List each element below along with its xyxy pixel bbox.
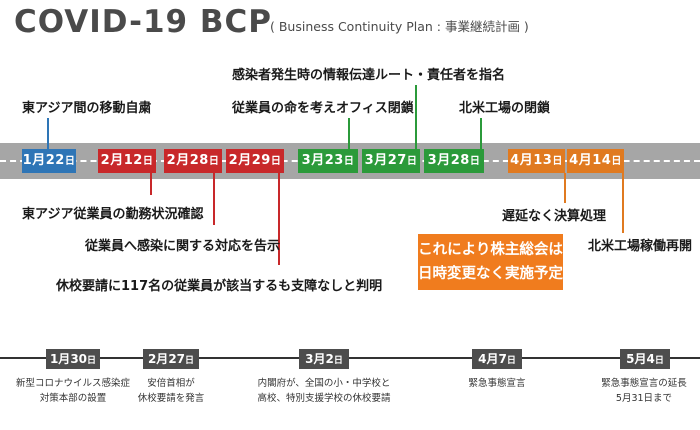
- date-badge-feb29: 2月29日: [226, 149, 284, 173]
- bottom-note-apr7: 緊急事態宣言: [468, 378, 526, 389]
- page-title: COVID-19 BCP: [14, 4, 273, 40]
- bottom-note-feb27: 安倍首相が 休校要請を発言: [137, 378, 205, 404]
- connector-mar23: [348, 118, 350, 149]
- bottom-note-mar2: 内閣府が、全国の小・中学校と 高校、特別支援学校の休校要請: [257, 378, 391, 404]
- connector-mar27: [415, 85, 417, 149]
- event-label-feb12: 東アジア従業員の勤務状況確認: [22, 207, 204, 222]
- connector-apr14: [622, 173, 624, 233]
- event-label-feb28: 従業員へ感染に関する対応を告示: [85, 239, 281, 254]
- date-badge-mar23: 3月23日: [298, 149, 358, 173]
- date-badge-mar28: 3月28日: [424, 149, 484, 173]
- connector-apr13: [564, 173, 566, 203]
- event-label-mar23: 従業員の命を考えオフィス閉鎖: [232, 101, 414, 116]
- date-badge-apr14: 4月14日: [567, 149, 624, 173]
- date-badge-feb28: 2月28日: [164, 149, 222, 173]
- date-badge-apr13: 4月13日: [508, 149, 565, 173]
- event-label-apr14: 北米工場稼働再開: [588, 239, 693, 254]
- event-label-mar27: 感染者発生時の情報伝達ルート・責任者を指名: [232, 68, 506, 83]
- bottom-note-may4: 緊急事態宣言の延長 5月31日まで: [601, 378, 687, 404]
- connector-mar28: [480, 118, 482, 149]
- bottom-date-badge-jan30: 1月30日: [46, 349, 100, 369]
- date-badge-feb12: 2月12日: [98, 149, 156, 173]
- callout-line-1: これにより株主総会は: [418, 242, 563, 258]
- bottom-date-badge-may4: 5月4日: [620, 349, 670, 369]
- event-label-mar28: 北米工場の閉鎖: [459, 101, 551, 116]
- date-badge-jan22: 1月22日: [22, 149, 76, 173]
- page-subtitle: ( Business Continuity Plan : 事業継続計画 ): [270, 19, 529, 34]
- bottom-date-badge-feb27: 2月27日: [143, 349, 199, 369]
- bottom-date-badge-apr7: 4月7日: [472, 349, 522, 369]
- event-label-jan22: 東アジア間の移動自粛: [22, 101, 152, 116]
- connector-jan22: [47, 118, 49, 149]
- bottom-timeline-line: [0, 357, 700, 359]
- event-label-apr13: 遅延なく決算処理: [502, 209, 607, 224]
- connector-feb28: [213, 173, 215, 225]
- connector-feb12: [150, 173, 152, 195]
- callout-line-2: 日時変更なく実施予定: [418, 266, 563, 282]
- shareholders-meeting-callout: これにより株主総会は 日時変更なく実施予定: [418, 234, 563, 290]
- bottom-date-badge-mar2: 3月2日: [299, 349, 349, 369]
- connector-feb29: [278, 173, 280, 265]
- event-label-feb29: 休校要請に117名の従業員が該当するも支障なしと判明: [56, 279, 383, 294]
- date-badge-mar27: 3月27日: [362, 149, 420, 173]
- bottom-note-jan30: 新型コロナウイルス感染症 対策本部の設置: [15, 378, 130, 404]
